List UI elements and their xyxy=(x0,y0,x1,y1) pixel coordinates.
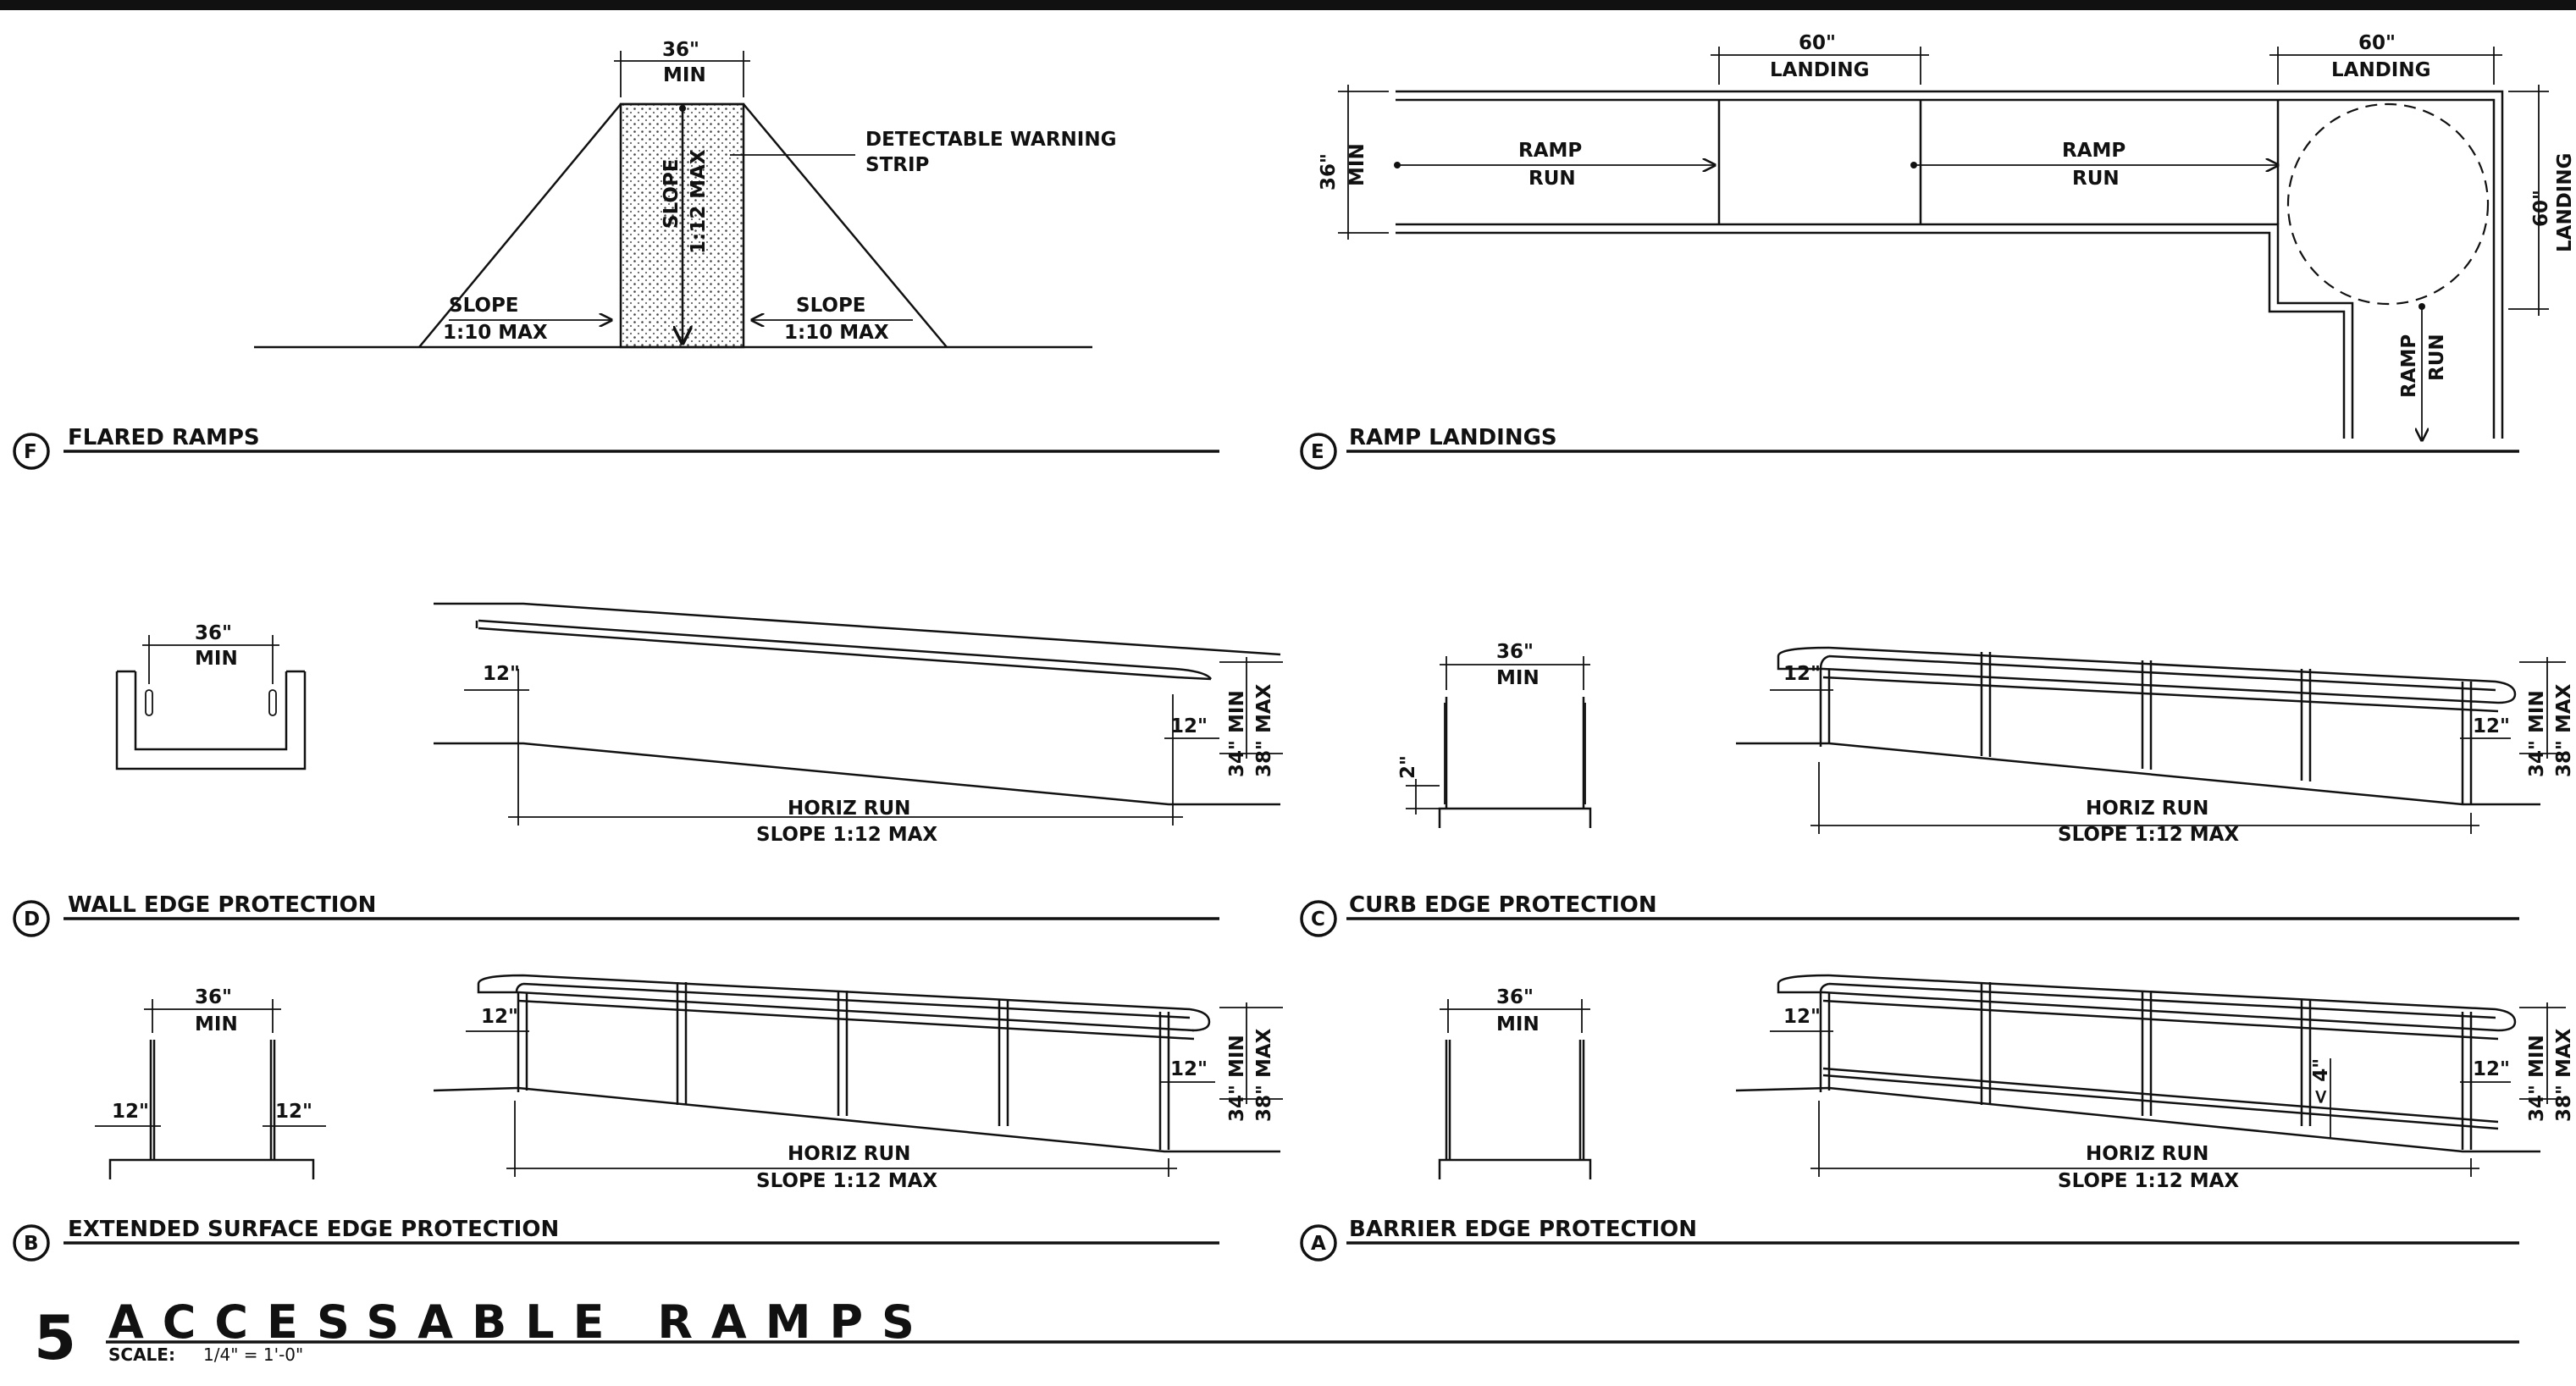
panel-title-curb: CURB EDGE PROTECTION xyxy=(1349,892,1657,918)
dim-60-b: 60" xyxy=(2358,32,2396,54)
wall-slope: SLOPE 1:12 MAX xyxy=(756,824,937,846)
panel-letter-A: A xyxy=(1311,1233,1326,1255)
panel-title-F: F FLARED RAMPS xyxy=(13,425,1219,470)
barrier-dim-min: MIN xyxy=(1496,1013,1540,1035)
detectable-label-line2: STRIP xyxy=(865,154,929,176)
detail-extended-surface: 36" MIN 12" 12" xyxy=(95,986,326,1179)
wall-horiz-run: HORIZ RUN xyxy=(788,798,910,820)
ext-elev-12-right: 12" xyxy=(1170,1058,1208,1080)
ext-dim-min: MIN xyxy=(195,1013,238,1035)
detail-flared-ramps: SLOPE 1:12 MAX 36" MIN DETECTABLE WARNIN… xyxy=(254,39,1116,349)
detail-curb-edge-protection: 36" MIN 2" xyxy=(1397,641,1592,828)
slope-label: SLOPE xyxy=(661,158,683,229)
sheet-title: ACCESSABLE RAMPS xyxy=(108,1295,933,1349)
barrier-dim-12-right: 12" xyxy=(2473,1058,2510,1080)
run-label-3: RUN xyxy=(2426,334,2448,381)
detail-extended-elevation: 12" 12" HORIZ RUN SLOPE 1:12 MAX 34" MIN… xyxy=(433,974,1283,1192)
curb-slope: SLOPE 1:12 MAX xyxy=(2058,824,2239,846)
barrier-dim-12-left: 12" xyxy=(1783,1006,1821,1028)
curb-horiz-run: HORIZ RUN xyxy=(2086,798,2208,820)
scale-label: SCALE: xyxy=(108,1345,175,1365)
dim-min: MIN xyxy=(663,64,706,86)
panel-title-A: A BARRIER EDGE PROTECTION xyxy=(1300,1217,2519,1262)
barrier-horiz-run: HORIZ RUN xyxy=(2086,1143,2208,1165)
curb-dim-36: 36" xyxy=(1496,641,1534,663)
ramp-label-2: RAMP xyxy=(2062,140,2125,162)
ext-horiz-run: HORIZ RUN xyxy=(788,1143,910,1165)
panel-title-wall: WALL EDGE PROTECTION xyxy=(68,892,376,918)
panel-title-D: D WALL EDGE PROTECTION xyxy=(13,892,1219,937)
ext-height-min: 34" MIN xyxy=(1226,1035,1248,1122)
panel-letter-B: B xyxy=(24,1233,39,1255)
panel-title-E: E RAMP LANDINGS xyxy=(1300,425,2519,470)
panel-letter-C: C xyxy=(1311,908,1325,930)
wall-dim-36: 36" xyxy=(195,622,232,644)
detectable-label-line1: DETECTABLE WARNING xyxy=(865,129,1116,151)
panel-title-B: B EXTENDED SURFACE EDGE PROTECTION xyxy=(13,1217,1219,1262)
slope-right: SLOPE xyxy=(796,295,866,317)
curb-height-min: 34" MIN xyxy=(2526,690,2548,777)
landing-vertical: LANDING xyxy=(2554,153,2576,252)
panel-title-extended: EXTENDED SURFACE EDGE PROTECTION xyxy=(68,1217,559,1242)
barrier-slope: SLOPE 1:12 MAX xyxy=(2058,1170,2239,1192)
barrier-height-min: 34" MIN xyxy=(2526,1035,2548,1122)
detail-barrier-elevation: < 4" 12" 12" HORIZ RUN SLOPE 1:12 MAX 34… xyxy=(1735,974,2575,1192)
ramp-label-1: RAMP xyxy=(1518,140,1582,162)
ext-dim-12-right: 12" xyxy=(275,1101,312,1123)
ext-slope: SLOPE 1:12 MAX xyxy=(756,1170,937,1192)
wall-dim-min: MIN xyxy=(195,648,238,670)
wall-height-max: 38" MAX xyxy=(1253,683,1275,777)
scale-value: 1/4" = 1'-0" xyxy=(203,1345,303,1365)
curb-dim-12-right: 12" xyxy=(2473,715,2510,737)
wall-dim-12-left: 12" xyxy=(483,663,520,685)
curb-height-max: 38" MAX xyxy=(2553,683,2575,777)
run-label-1: RUN xyxy=(1528,168,1576,190)
ext-height-max: 38" MAX xyxy=(1253,1028,1275,1122)
detail-wall-edge-protection: 36" MIN 12" 12" HORIZ RUN SLOPE 1:12 MAX… xyxy=(115,602,1283,846)
detail-curb-elevation: 12" 12" HORIZ RUN SLOPE 1:12 MAX 34" MIN… xyxy=(1736,646,2575,846)
dim-36-vertical: 36" xyxy=(1318,153,1340,191)
slope-left-ratio: 1:10 MAX xyxy=(443,322,548,344)
slope-right-ratio: 1:10 MAX xyxy=(784,322,889,344)
landing-label-b: LANDING xyxy=(2331,59,2430,81)
detail-ramp-landings: RAMP RUN RAMP RUN RAMP RUN 60" LANDING 6… xyxy=(1318,32,2576,440)
barrier-dim-36: 36" xyxy=(1496,986,1534,1008)
curb-dim-12-left: 12" xyxy=(1783,663,1821,685)
ext-elev-12-left: 12" xyxy=(481,1006,518,1028)
sheet-top-border xyxy=(0,0,2576,10)
detail-barrier-section: 36" MIN xyxy=(1438,986,1592,1179)
wall-dim-12-right: 12" xyxy=(1170,715,1208,737)
dim-36: 36" xyxy=(662,39,699,61)
panel-title-flared: FLARED RAMPS xyxy=(68,425,260,450)
dim-60-vertical: 60" xyxy=(2530,190,2552,227)
barrier-gap-dim: < 4" xyxy=(2310,1058,2332,1105)
slope-1-12-label: 1:12 MAX xyxy=(688,149,710,254)
panel-title-landings: RAMP LANDINGS xyxy=(1349,425,1557,450)
panel-letter-D: D xyxy=(24,908,40,930)
barrier-height-max: 38" MAX xyxy=(2553,1028,2575,1122)
ext-dim-36: 36" xyxy=(195,986,232,1008)
wall-height-min: 34" MIN xyxy=(1226,690,1248,777)
ramp-label-3: RAMP xyxy=(2398,334,2420,398)
slope-left: SLOPE xyxy=(449,295,519,317)
panel-title-barrier: BARRIER EDGE PROTECTION xyxy=(1349,1217,1697,1242)
panel-letter-F: F xyxy=(24,441,37,463)
ext-dim-12-left: 12" xyxy=(112,1101,149,1123)
dim-60-a: 60" xyxy=(1799,32,1836,54)
panel-letter-E: E xyxy=(1311,441,1324,463)
curb-dim-min: MIN xyxy=(1496,667,1540,689)
landing-label-a: LANDING xyxy=(1770,59,1869,81)
sheet-number: 5 xyxy=(34,1302,76,1373)
run-label-2: RUN xyxy=(2072,168,2120,190)
curb-dim-2: 2" xyxy=(1397,755,1419,779)
sheet-title-block: 5 ACCESSABLE RAMPS SCALE: 1/4" = 1'-0" xyxy=(34,1295,2519,1373)
panel-title-C: C CURB EDGE PROTECTION xyxy=(1300,892,2519,937)
dim-min-vertical: MIN xyxy=(1346,143,1368,186)
